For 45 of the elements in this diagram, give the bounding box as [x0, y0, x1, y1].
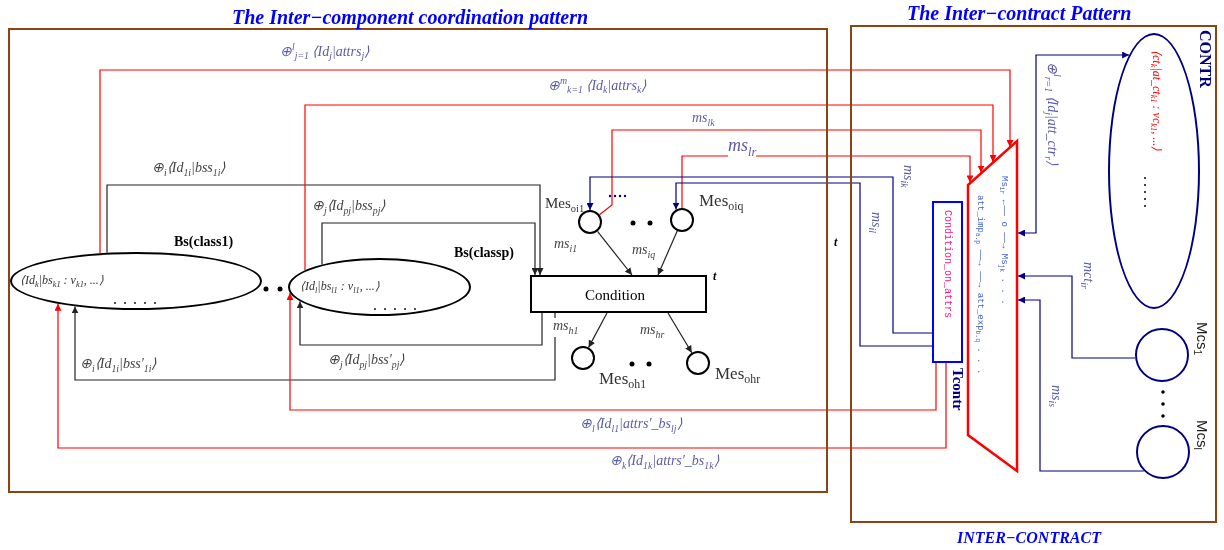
arrow	[672, 182, 933, 347]
transition-label: t	[713, 270, 717, 284]
contract-label: CONTR	[1196, 30, 1214, 88]
arrow	[321, 222, 539, 276]
frame-caption: INTER−CONTRACT	[957, 529, 1101, 547]
frame-title: The Inter−component coordination pattern	[232, 6, 589, 28]
transition-label: t	[834, 236, 838, 250]
edge-label: ⊕$_{j}$⟨Id$_{pj}$|bss′$_{pj}$⟩	[328, 352, 405, 371]
arrow	[596, 230, 633, 276]
arrow	[71, 305, 556, 381]
arrow	[586, 176, 933, 334]
transition-label: Tcontr	[949, 368, 966, 411]
edge-label: ms$_{h1}$	[553, 318, 579, 337]
arrow	[1017, 272, 1136, 359]
edge-label: ⊕$_{j}$⟨Id$_{pj}$|bss$_{pj}$⟩	[312, 198, 386, 217]
tuple-text: ⟨Id$_{l}$|bs$_{l1}$ : v$_{l1}$, ...⟩	[300, 280, 380, 296]
arrow	[54, 303, 947, 449]
edge-label: ⊕$^{l}$$_{j=1}$ ⟨Id$_{j}$|attrs$_{j}$⟩	[280, 42, 370, 63]
edge-label: ⊕$_{i}$⟨Id$_{1i}$|bss$_{1i}$⟩	[152, 160, 226, 179]
arrow	[598, 129, 985, 216]
arrow	[681, 155, 974, 209]
arrow	[657, 230, 678, 276]
edge-label: ⊕$_{l}$⟨Id$_{l1}$|attrs′_bs$_{lj}$⟩	[580, 416, 682, 435]
arrow	[296, 300, 543, 346]
condition-text: Condition_on_attrs	[942, 210, 953, 319]
condition-text: Condition	[585, 287, 645, 304]
arrow	[106, 184, 544, 276]
frame-title: The Inter−contract Pattern	[907, 2, 1132, 24]
condition-box	[932, 201, 963, 363]
arrow	[1017, 51, 1130, 237]
arrow	[1017, 296, 1145, 472]
place-label: Mes$_{oh1}$	[599, 370, 647, 392]
arrow	[99, 69, 1014, 254]
class-label: Bs(classp)	[454, 245, 514, 261]
arrow	[304, 104, 997, 271]
place-label: Mes$_{ohr}$	[715, 365, 761, 387]
class-label: Bs(class1)	[174, 234, 234, 250]
edge-label: ⊕$_{k}$⟨Id$_{1k}$|attrs′_bs$_{1k}$⟩	[610, 453, 719, 472]
arrow	[588, 312, 608, 348]
edge-label: ⊕$_{i}$⟨Id$_{1i}$|bss′$_{1i}$⟩	[80, 356, 157, 375]
arrow	[286, 292, 937, 411]
place-label: Mes$_{oi1}$	[545, 195, 585, 215]
arrow	[667, 312, 693, 354]
tuple-text: ⟨Id$_{k}$|bs$_{k1}$ : v$_{k1}$, ...⟩	[20, 274, 104, 290]
place-label: Mes$_{oiq}$	[699, 192, 744, 214]
